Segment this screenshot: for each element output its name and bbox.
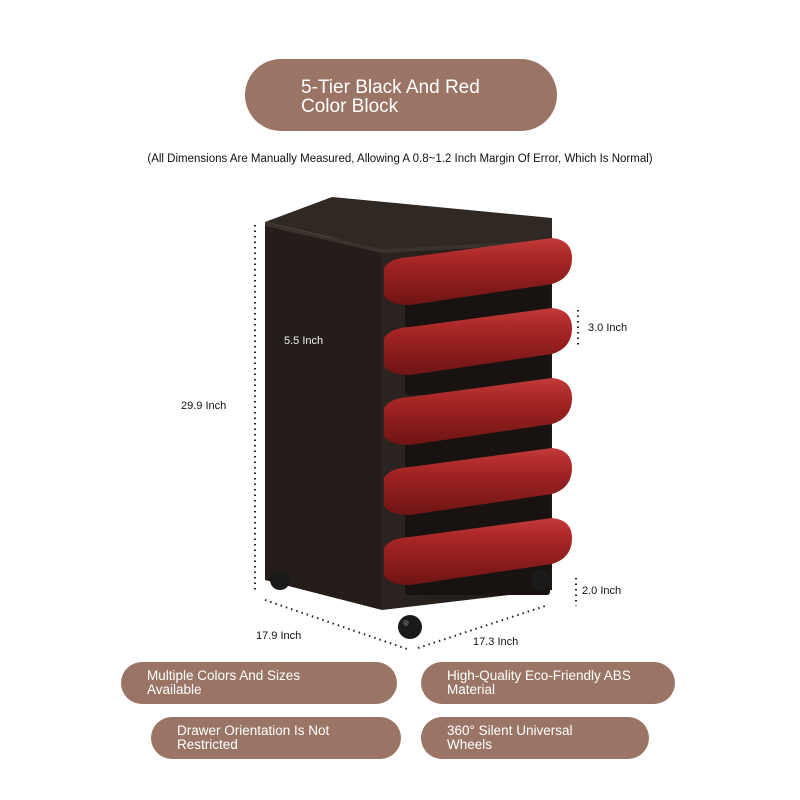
handle-height-label: 3.0 Inch — [588, 322, 628, 334]
wheel-front-center — [398, 615, 422, 639]
feature-abs-material: High-Quality Eco-Friendly ABS Material — [421, 662, 675, 704]
drawer-5 — [384, 518, 572, 595]
height-total-label: 29.9 Inch — [181, 400, 227, 412]
wheel-back-left — [270, 570, 290, 590]
wheel-height-label: 2.0 Inch — [582, 585, 622, 597]
feature-1-line-2: Available — [147, 682, 202, 697]
feature-4-line-1: 360° Silent Universal — [447, 723, 573, 738]
title-line-2: Color Block — [301, 96, 399, 117]
measurement-note: (All Dimensions Are Manually Measured, A… — [147, 153, 653, 165]
feature-colors-sizes: Multiple Colors And Sizes Available — [121, 662, 397, 704]
title-badge: 5-Tier Black And Red Color Block — [245, 59, 557, 131]
feature-4-line-2: Wheels — [447, 737, 493, 752]
feature-2-line-1: High-Quality Eco-Friendly ABS — [447, 668, 631, 683]
feature-drawer-orientation: Drawer Orientation Is Not Restricted — [151, 717, 401, 759]
feature-3-line-1: Drawer Orientation Is Not — [177, 723, 330, 738]
feature-2-line-2: Material — [447, 682, 496, 697]
drawer-height-label: 5.5 Inch — [284, 335, 324, 347]
width-left-label: 17.9 Inch — [256, 630, 302, 642]
wheel-front-right — [531, 570, 551, 590]
width-right-label: 17.3 Inch — [473, 636, 519, 648]
feature-3-line-2: Restricted — [177, 737, 238, 752]
feature-1-line-1: Multiple Colors And Sizes — [147, 668, 301, 683]
title-line-1: 5-Tier Black And Red — [301, 77, 480, 98]
feature-silent-wheels: 360° Silent Universal Wheels — [421, 717, 649, 759]
cabinet-top — [265, 197, 552, 249]
cabinet-side — [265, 225, 382, 610]
